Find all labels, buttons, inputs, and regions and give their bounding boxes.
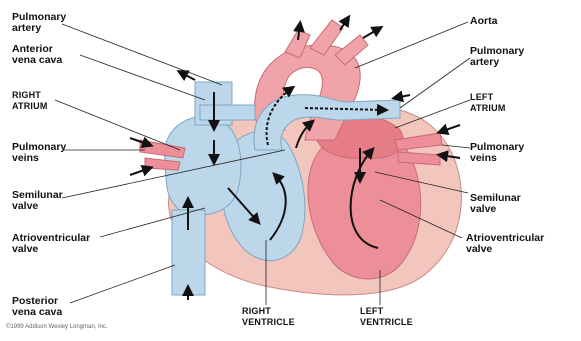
label-semilunar-valve-left: Semilunar valve bbox=[12, 190, 63, 212]
label-semilunar-valve-right: Semilunar valve bbox=[470, 193, 521, 215]
label-pulmonary-veins-left: Pulmonary veins bbox=[12, 142, 66, 164]
label-left-ventricle: LEFT VENTRICLE bbox=[360, 306, 413, 328]
label-atrioventricular-valve-left: Atrioventricular valve bbox=[12, 233, 90, 255]
label-anterior-vena-cava: Anterior vena cava bbox=[12, 44, 62, 66]
copyright-credit: ©1999 Addison Wesley Longman, Inc. bbox=[6, 324, 108, 330]
label-atrioventricular-valve-right: Atrioventricular valve bbox=[466, 233, 544, 255]
label-right-ventricle: RIGHT VENTRICLE bbox=[242, 306, 295, 328]
label-right-atrium: RIGHT ATRIUM bbox=[12, 90, 48, 112]
label-pulmonary-artery-left: Pulmonary artery bbox=[12, 12, 66, 34]
label-pulmonary-veins-right: Pulmonary veins bbox=[470, 142, 524, 164]
pulmonary-artery-left-vessel bbox=[200, 105, 255, 120]
label-left-atrium: LEFT ATRIUM bbox=[470, 92, 506, 114]
label-aorta: Aorta bbox=[470, 16, 497, 27]
label-pulmonary-artery-right: Pulmonary artery bbox=[470, 46, 524, 68]
label-posterior-vena-cava: Posterior vena cava bbox=[12, 296, 62, 318]
